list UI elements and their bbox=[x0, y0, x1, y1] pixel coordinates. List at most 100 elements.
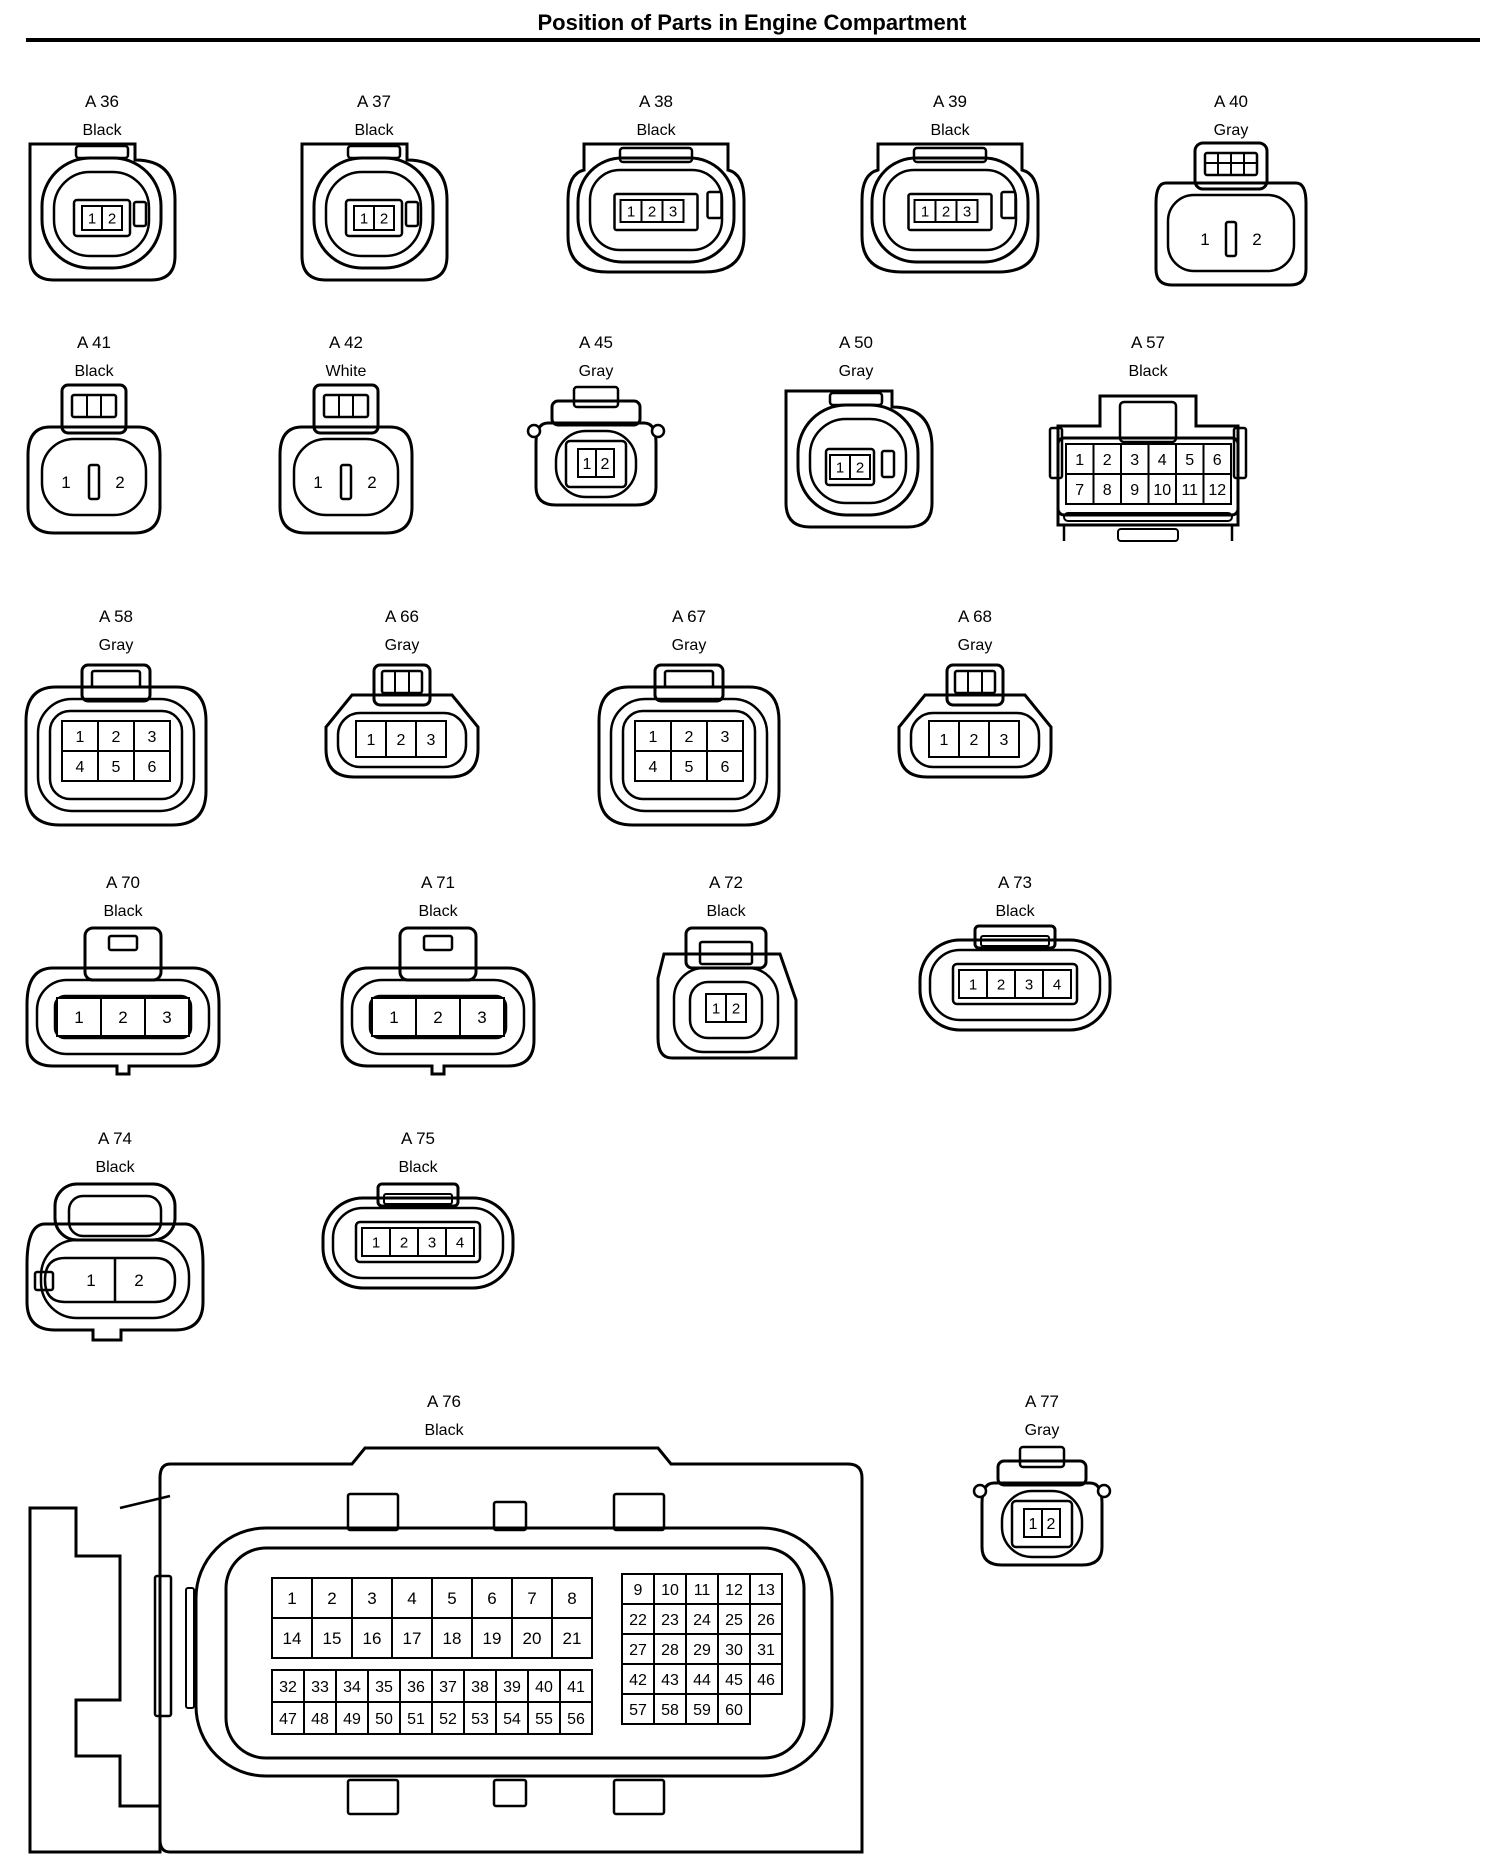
pin-label: 50 bbox=[375, 1711, 393, 1728]
pin-label: 2 bbox=[970, 732, 979, 749]
outline-shape bbox=[613, 192, 699, 232]
pin-label: 17 bbox=[403, 1629, 422, 1648]
connector-id: A 42 bbox=[329, 333, 363, 352]
pin-cell bbox=[749, 1603, 783, 1635]
pin-label: 1 bbox=[86, 1271, 95, 1290]
outline-shape bbox=[48, 709, 184, 801]
pin-label: 10 bbox=[661, 1582, 679, 1599]
pin-cell bbox=[1175, 443, 1205, 475]
pin-label: 2 bbox=[685, 729, 694, 746]
connector-color: Black bbox=[930, 122, 970, 139]
pin-label: 3 bbox=[477, 1008, 486, 1027]
connector-color: Gray bbox=[99, 637, 134, 654]
pin-label: 53 bbox=[471, 1711, 489, 1728]
pin-label: 2 bbox=[856, 459, 864, 476]
outline-shape bbox=[1224, 220, 1238, 258]
pin-cell bbox=[471, 1577, 513, 1619]
pin-label: 2 bbox=[1252, 230, 1261, 249]
connector-id: A 36 bbox=[85, 92, 119, 111]
connector-id: A 50 bbox=[839, 333, 873, 352]
pin-cell bbox=[495, 1701, 529, 1735]
outline-shape bbox=[376, 1182, 460, 1208]
pin-label: 2 bbox=[648, 203, 656, 220]
connector-color: Gray bbox=[672, 637, 707, 654]
pin-label: 2 bbox=[397, 732, 406, 749]
pin-label: 44 bbox=[693, 1672, 711, 1689]
mounting-ear bbox=[526, 423, 542, 439]
outline-shape bbox=[1000, 1489, 1084, 1559]
pin-label: 12 bbox=[725, 1582, 743, 1599]
pin-label: 8 bbox=[567, 1589, 576, 1608]
pin-label: 3 bbox=[1130, 452, 1139, 469]
outline-shape bbox=[1193, 141, 1269, 191]
outline-shape bbox=[324, 170, 423, 258]
pin-label: 29 bbox=[693, 1642, 711, 1659]
pin-label: 2 bbox=[367, 473, 376, 492]
outline-shape bbox=[28, 1506, 162, 1854]
connector-color: Black bbox=[706, 903, 746, 920]
outline-shape bbox=[621, 709, 757, 801]
pin-cell bbox=[634, 750, 672, 782]
pin-cell bbox=[749, 1663, 783, 1695]
outline-shape bbox=[67, 1194, 163, 1238]
pin-label: 4 bbox=[456, 1234, 464, 1251]
pin-label: 8 bbox=[1103, 482, 1112, 499]
connector-color: Black bbox=[95, 1159, 135, 1176]
connector-id: A 40 bbox=[1214, 92, 1248, 111]
pin-label: 34 bbox=[343, 1679, 361, 1696]
outline-shape bbox=[90, 669, 142, 689]
outline-shape bbox=[346, 1778, 400, 1816]
outline-shape bbox=[74, 144, 130, 160]
outline-shape bbox=[350, 978, 526, 1056]
pin-cell bbox=[717, 1693, 751, 1725]
pin-label: 54 bbox=[503, 1711, 521, 1728]
pin-cell bbox=[133, 750, 171, 782]
pin-cell bbox=[706, 720, 744, 752]
pin-label: 1 bbox=[940, 732, 949, 749]
outline-shape bbox=[684, 926, 768, 970]
pin-cell bbox=[511, 1617, 553, 1659]
pin-label: 49 bbox=[343, 1711, 361, 1728]
pin-label: 22 bbox=[629, 1612, 647, 1629]
pin-cell bbox=[1041, 1508, 1061, 1538]
pin-label: 3 bbox=[1000, 732, 1009, 749]
outline-shape bbox=[153, 1574, 173, 1718]
pin-cell bbox=[955, 199, 979, 223]
pin-label: 7 bbox=[527, 1589, 536, 1608]
outline-shape bbox=[609, 697, 769, 813]
pin-label: 1 bbox=[1075, 452, 1084, 469]
pin-cell bbox=[958, 969, 988, 999]
outline-shape bbox=[656, 952, 798, 1060]
connector-color: Black bbox=[1128, 363, 1168, 380]
pin-label: 59 bbox=[693, 1702, 711, 1719]
connector-id: A 68 bbox=[958, 607, 992, 626]
outline-shape bbox=[706, 190, 723, 220]
pin-label: 10 bbox=[1153, 482, 1171, 499]
connector-id: A 77 bbox=[1025, 1392, 1059, 1411]
connector-id: A 58 bbox=[99, 607, 133, 626]
pin-label: 26 bbox=[757, 1612, 775, 1629]
outline-shape bbox=[1056, 394, 1240, 527]
connector-id: A 37 bbox=[357, 92, 391, 111]
pin-label: 3 bbox=[1025, 976, 1033, 993]
pin-cell bbox=[653, 1603, 687, 1635]
pin-cell bbox=[1147, 473, 1177, 505]
connector-id: A 39 bbox=[933, 92, 967, 111]
outline-shape bbox=[1000, 190, 1017, 220]
pin-cell bbox=[661, 199, 685, 223]
outline-shape bbox=[132, 200, 148, 228]
connector-color: Gray bbox=[1214, 122, 1249, 139]
pin-label: 2 bbox=[134, 1271, 143, 1290]
outline-shape bbox=[70, 393, 118, 419]
outline-line bbox=[119, 1494, 171, 1510]
pin-label: 1 bbox=[583, 456, 592, 473]
outline-shape bbox=[672, 966, 780, 1054]
pin-label: 1 bbox=[360, 210, 368, 227]
outline-shape bbox=[492, 1500, 528, 1532]
